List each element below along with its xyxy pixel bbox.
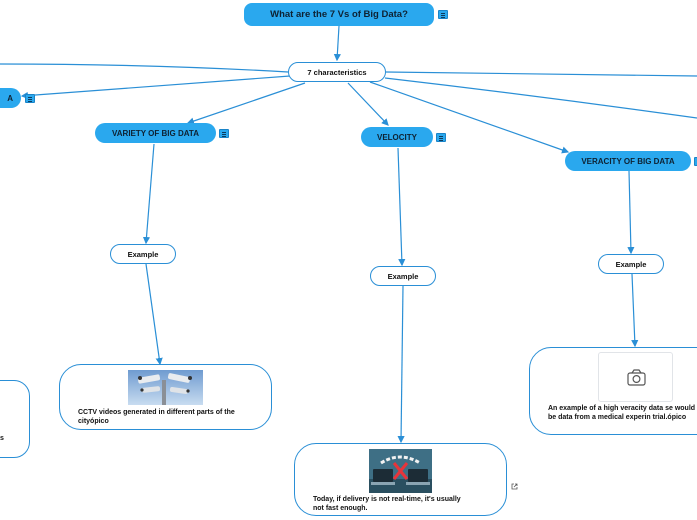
link-hub-left-top [0,63,289,73]
link-hub-variety [186,82,306,125]
link-hub-right-top [385,71,697,77]
root-topic-label: What are the 7 Vs of Big Data? [270,9,408,20]
example-variety[interactable]: Example [110,244,176,264]
example-veracity[interactable]: Example [598,254,664,274]
branch-variety-label: VARIETY OF BIG DATA [112,128,199,138]
hub-topic[interactable]: 7 characteristics [288,62,386,82]
notes-icon[interactable] [25,94,35,103]
camera-placeholder-icon [598,352,673,402]
network-laptops-image [369,449,432,493]
link-veracity-card [631,273,639,348]
link-hub-left-branch [20,75,291,100]
example-velocity-label: Example [387,271,419,281]
branch-variety[interactable]: VARIETY OF BIG DATA [95,123,216,143]
link-variety-card [145,263,163,366]
link-hub-right-2 [384,77,697,119]
notes-icon[interactable] [219,129,229,138]
notes-icon[interactable] [694,157,697,166]
branch-veracity-label: VERACITY OF BIG DATA [581,156,675,166]
branch-velocity[interactable]: VELOCITY [361,127,433,147]
branch-veracity[interactable]: VERACITY OF BIG DATA [565,151,691,171]
link-hub-veracity [369,81,570,154]
card-velocity-text: Today, if delivery is not real-time, it'… [313,496,461,512]
notes-icon[interactable] [436,133,446,142]
link-veracity-example [627,170,635,255]
link-velocity-card [397,285,405,444]
card-veracity-text: An example of a high veracity data se wo… [548,405,696,421]
root-topic[interactable]: What are the 7 Vs of Big Data? [244,3,434,26]
notes-icon[interactable] [438,10,448,19]
card-left-clipped-text: s [0,435,4,442]
branch-left-clipped[interactable]: A [0,88,21,108]
example-velocity[interactable]: Example [370,266,436,286]
branch-velocity-label: VELOCITY [376,132,417,142]
example-veracity-label: Example [615,259,647,269]
hub-topic-label: 7 characteristics [307,67,367,77]
example-variety-label: Example [127,249,159,259]
card-left-clipped[interactable] [0,380,30,458]
link-variety-example [142,143,155,245]
branch-left-clipped-label: A [7,93,13,103]
card-variety-text: CCTV videos generated in different parts… [78,409,235,425]
link-velocity-example [397,147,406,267]
camera-icon [627,369,646,386]
external-link-icon[interactable] [511,477,518,490]
link-root-hub [333,25,341,62]
cctv-cameras-image [128,370,203,405]
link-hub-velocity [347,82,389,126]
